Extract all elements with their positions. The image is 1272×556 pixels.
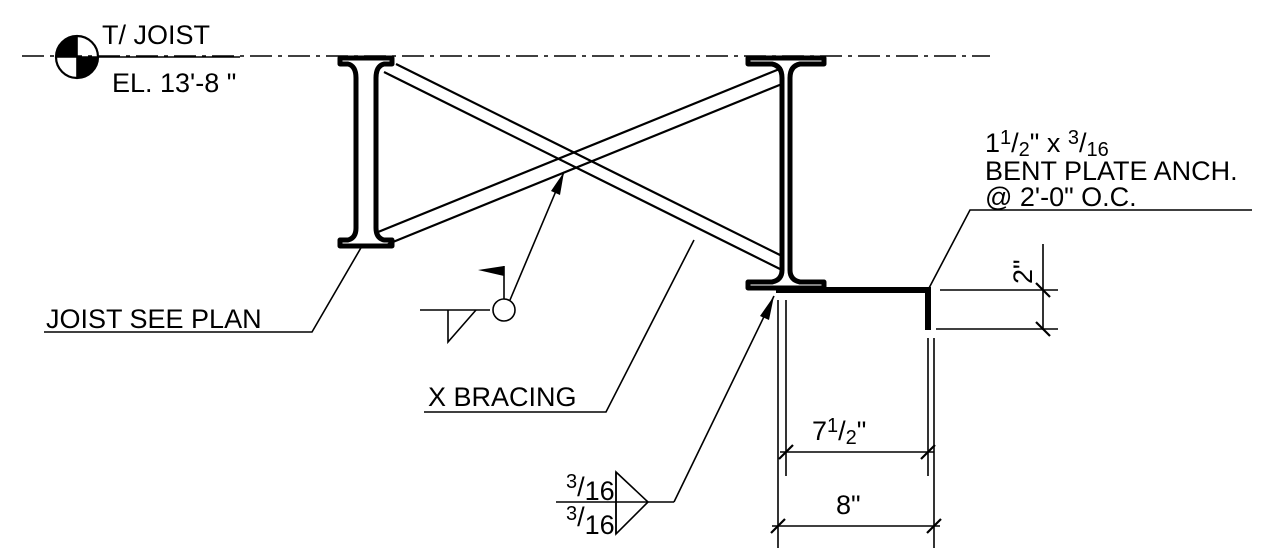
weld-size-arrow-side: 3/16 [566,471,615,506]
field-weld-flag-icon [478,266,504,276]
bent-plate-anchor [776,287,931,330]
svg-text:11/2" x 3/16: 11/2" x 3/16 [985,127,1109,161]
width-dimensions [770,300,942,548]
weld-bottom-den: 16 [585,510,615,540]
field-weld-symbol [420,171,565,345]
weld-top-num: 3 [566,471,577,493]
plate-width-frac-den: 2 [1019,139,1030,161]
bracing-label: X BRACING [428,382,577,412]
elevation-target-icon [54,34,100,80]
inner-width-whole: 7 [812,416,827,446]
frac-slash: / [577,472,585,502]
weld-top-den: 16 [585,476,615,506]
height-dimension-label: 2" [1008,259,1038,284]
weld-size-other-side: 3/16 [566,502,615,540]
joist-leader-line [44,245,363,333]
plate-spacing-note: @ 2'-0" O.C. [985,182,1137,212]
inner-width-frac-num: 1 [827,415,838,437]
plate-type-note: BENT PLATE ANCH. [985,156,1238,186]
joist-label: JOIST SEE PLAN [46,304,262,334]
plate-thick-num: 3 [1068,127,1079,149]
inner-width-label: 71/2" [812,415,866,449]
frac-slash: / [577,502,585,532]
elevation-label-top: T/ JOIST [102,20,210,50]
plate-leader-line [927,209,1252,291]
plate-width-rest: " x [1030,128,1068,158]
outer-width-label: 8" [836,490,861,520]
inner-width-unit: " [857,416,867,446]
plate-width-whole: 1 [985,128,1000,158]
x-bracing-members [377,63,783,271]
frac-slash: / [1079,128,1087,158]
height-dimension [936,244,1058,337]
bracing-leader-line [424,239,695,413]
plate-thick-den: 16 [1087,139,1109,161]
frac-slash: / [1011,128,1019,158]
inner-width-frac-den: 2 [846,427,857,449]
plate-size-note: 11/2" x 3/16 [985,127,1109,161]
weld-bottom-num: 3 [566,503,577,525]
left-joist-section [337,55,395,249]
frac-slash: / [838,416,846,446]
plate-width-frac-num: 1 [1000,127,1011,149]
fillet-weld-symbol [556,295,775,536]
elevation-label-bottom: EL. 13'-8 " [112,68,236,98]
